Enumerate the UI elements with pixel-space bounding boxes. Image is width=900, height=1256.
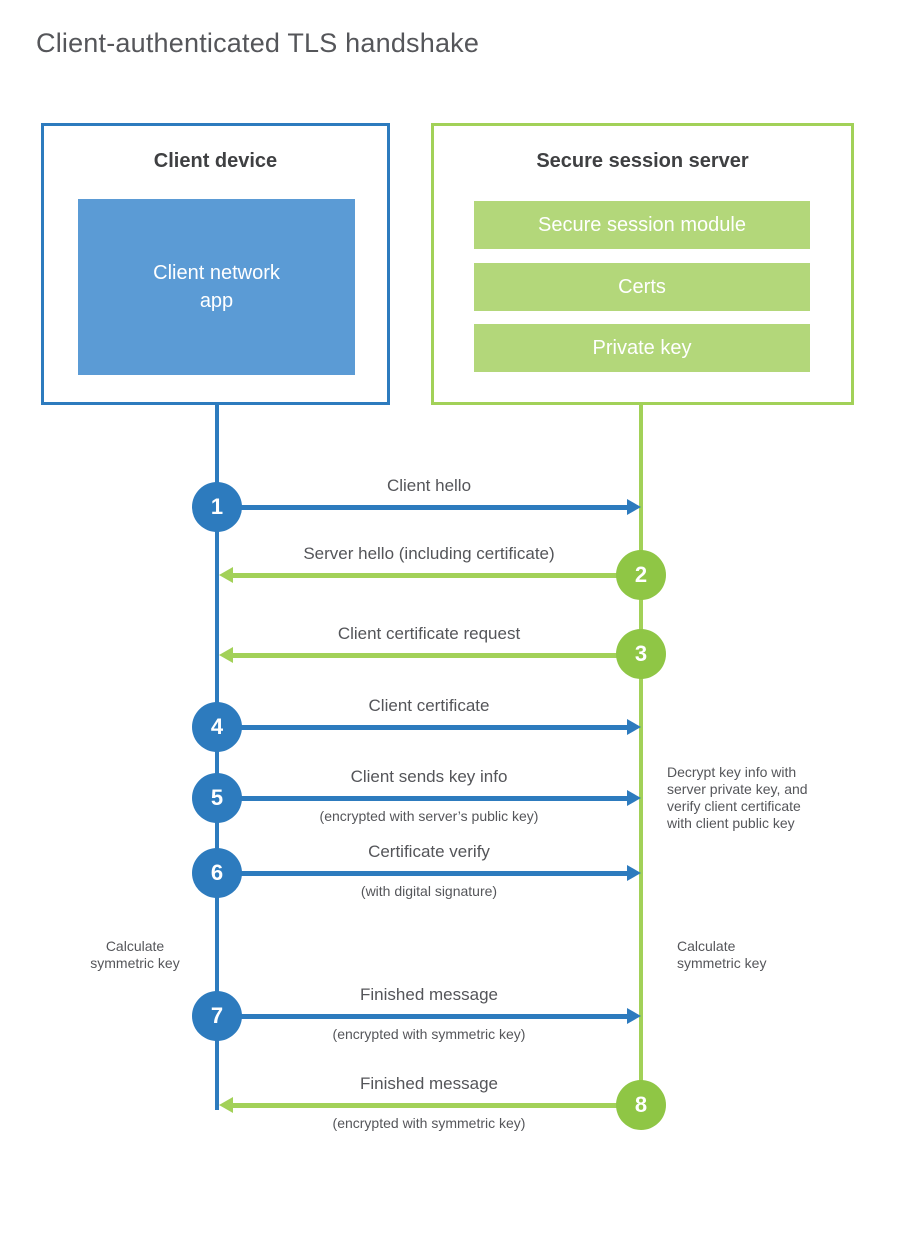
arrow-left-icon <box>219 1097 641 1113</box>
message-label: Finished message <box>360 1074 498 1093</box>
step-circle-7: 7 <box>192 991 242 1041</box>
message-sublabel: (encrypted with server’s public key) <box>319 808 539 824</box>
step-circle-3: 3 <box>616 629 666 679</box>
client-network-app-box: Client network app <box>78 199 355 375</box>
arrow-right-icon <box>217 499 641 515</box>
server-lifeline <box>639 404 643 1105</box>
message-sublabel: (with digital signature) <box>360 883 498 899</box>
message-label: Client hello <box>386 476 472 495</box>
message-label: Certificate verify <box>368 842 490 861</box>
arrow-left-icon <box>219 567 641 583</box>
decrypt-key-note: Decrypt key info with server private key… <box>667 764 808 831</box>
step-circle-5: 5 <box>192 773 242 823</box>
arrow-right-icon <box>217 790 641 806</box>
message-label: Client sends key info <box>350 767 508 786</box>
message-label: Finished message <box>360 985 498 1004</box>
server-certs-bar: Certs <box>474 263 810 311</box>
arrow-right-icon <box>217 1008 641 1024</box>
step-circle-8: 8 <box>616 1080 666 1130</box>
server-private-key-bar: Private key <box>474 324 810 372</box>
client-device-title: Client device <box>153 150 278 172</box>
arrow-right-icon <box>217 719 641 735</box>
message-label: Server hello (including certificate) <box>303 544 555 563</box>
message-sublabel: (encrypted with symmetric key) <box>332 1026 526 1042</box>
secure-session-server-title: Secure session server <box>536 150 749 172</box>
step-circle-2: 2 <box>616 550 666 600</box>
calculate-symmetric-key-note-left: Calculate symmetric key <box>90 938 180 971</box>
step-circle-4: 4 <box>192 702 242 752</box>
page-title: Client-authenticated TLS handshake <box>36 28 480 58</box>
arrow-left-icon <box>219 647 641 663</box>
step-circle-6: 6 <box>192 848 242 898</box>
step-circle-1: 1 <box>192 482 242 532</box>
calculate-symmetric-key-note-right: Calculate symmetric key <box>677 938 767 971</box>
server-module-bar: Secure session module <box>474 201 810 249</box>
client-lifeline <box>215 404 219 1110</box>
arrow-right-icon <box>217 865 641 881</box>
message-label: Client certificate request <box>337 624 521 643</box>
message-sublabel: (encrypted with symmetric key) <box>332 1115 526 1131</box>
message-label: Client certificate <box>368 696 490 715</box>
